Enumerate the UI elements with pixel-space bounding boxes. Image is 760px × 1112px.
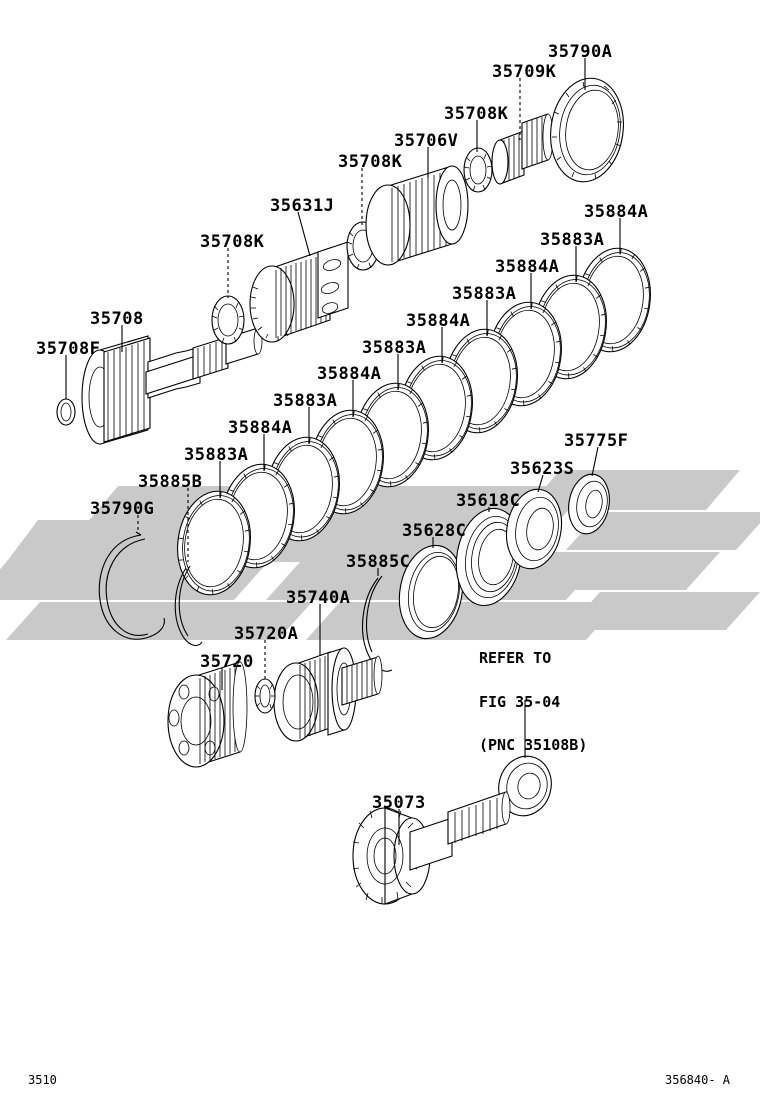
part-label-35884A: 35884A bbox=[406, 311, 471, 331]
part-label-35883A: 35883A bbox=[273, 391, 338, 411]
clutch-pack bbox=[170, 242, 658, 601]
part-label-35884A: 35884A bbox=[228, 418, 293, 438]
footer-page-code: 3510 bbox=[28, 1073, 57, 1087]
part-label-35884A: 35884A bbox=[495, 257, 560, 277]
refer-line-1: REFER TO bbox=[479, 649, 552, 667]
part-label-35883A: 35883A bbox=[452, 284, 517, 304]
part-label-35628C: 35628C bbox=[402, 521, 467, 541]
part-label-35775F: 35775F bbox=[564, 431, 629, 451]
part-35623S bbox=[505, 488, 563, 570]
part-label-35885C: 35885C bbox=[346, 552, 411, 572]
part-label-35073: 35073 bbox=[372, 793, 426, 813]
part-label-35708F: 35708F bbox=[36, 339, 101, 359]
part-label-35618C: 35618C bbox=[456, 491, 521, 511]
refer-to-note: REFER TO FIG 35-04 (PNC 35108B) bbox=[479, 648, 587, 757]
part-label-35708K: 35708K bbox=[444, 104, 509, 124]
part-label-35884A: 35884A bbox=[317, 364, 382, 384]
refer-line-3: (PNC 35108B) bbox=[479, 736, 588, 754]
refer-line-2: FIG 35-04 bbox=[479, 692, 561, 711]
part-35790G bbox=[98, 531, 165, 640]
part-label-35709K: 35709K bbox=[492, 62, 557, 82]
part-label-35883A: 35883A bbox=[362, 338, 427, 358]
part-label-35708: 35708 bbox=[90, 309, 144, 329]
part-35790A bbox=[550, 77, 624, 183]
part-label-35790A: 35790A bbox=[548, 42, 613, 62]
part-35708F bbox=[56, 398, 76, 426]
part-label-35884A: 35884A bbox=[584, 202, 649, 222]
part-35708K-right bbox=[463, 147, 493, 193]
footer-drawing-code: 356840- A bbox=[665, 1073, 731, 1087]
part-35631J bbox=[249, 241, 349, 343]
part-label-35740A: 35740A bbox=[286, 588, 351, 608]
part-35628C bbox=[398, 544, 464, 640]
leader-lines bbox=[65, 58, 621, 845]
part-35885C bbox=[362, 575, 393, 672]
part-35709K bbox=[491, 113, 554, 185]
part-35720A bbox=[254, 678, 276, 714]
part-label-35883A: 35883A bbox=[540, 230, 605, 250]
part-35708 bbox=[81, 327, 263, 445]
part-label-35720: 35720 bbox=[200, 652, 254, 672]
part-label-35706V: 35706V bbox=[394, 131, 459, 151]
part-label-35708K: 35708K bbox=[200, 232, 265, 252]
part-label-35708K: 35708K bbox=[338, 152, 403, 172]
part-label-35885B: 35885B bbox=[138, 472, 203, 492]
part-35706V bbox=[365, 165, 469, 266]
part-label-35623S: 35623S bbox=[510, 459, 575, 479]
part-label-35790G: 35790G bbox=[90, 499, 155, 519]
part-35708K-left bbox=[211, 295, 245, 345]
part-label-35883A: 35883A bbox=[184, 445, 249, 465]
part-35108B-bearing bbox=[498, 755, 552, 817]
part-label-35720A: 35720A bbox=[234, 624, 299, 644]
part-35073 bbox=[352, 791, 511, 905]
part-35885B bbox=[174, 565, 203, 647]
part-35775F bbox=[568, 473, 610, 535]
part-35720 bbox=[167, 661, 248, 768]
part-35740A bbox=[273, 647, 383, 742]
part-label-35631J: 35631J bbox=[270, 196, 335, 216]
